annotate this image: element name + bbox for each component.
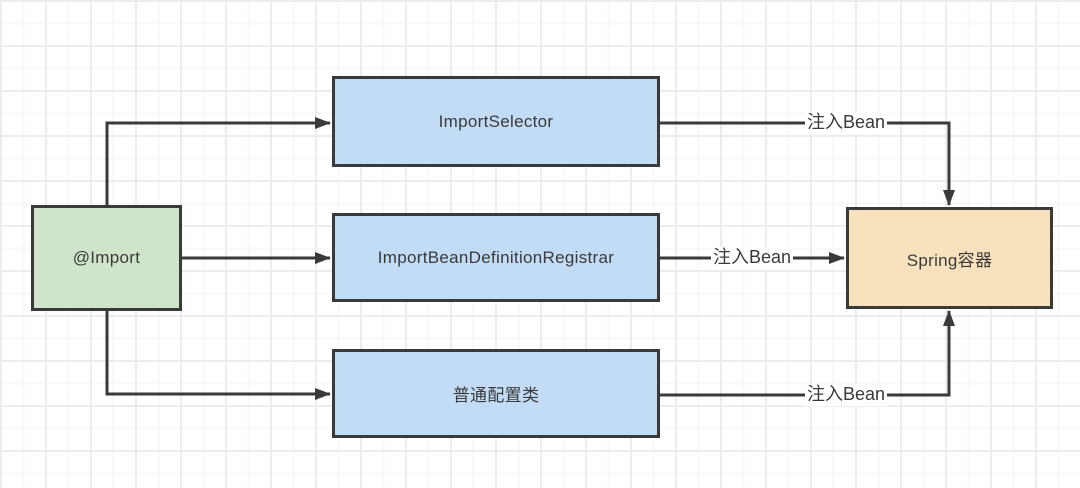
node-import-bean-definition-registrar: ImportBeanDefinitionRegistrar <box>332 213 660 302</box>
edge-import-selector-to-spring-container <box>660 121 955 206</box>
edge-label-inject-bean-top: 注入Bean <box>804 112 888 134</box>
node-import-label: @Import <box>72 248 141 267</box>
edge-label-inject-bean-middle: 注入Bean <box>710 247 794 269</box>
node-plain-config-class-label: 普通配置类 <box>452 386 540 405</box>
node-import-selector: ImportSelector <box>332 76 660 167</box>
node-spring-container: Spring容器 <box>846 207 1053 309</box>
node-import-bean-definition-registrar-label: ImportBeanDefinitionRegistrar <box>377 247 615 267</box>
node-spring-container-label: Spring容器 <box>906 250 993 270</box>
edge-label-inject-bean-bottom: 注入Bean <box>804 384 888 406</box>
edge-import-to-import-selector <box>105 117 331 205</box>
edge-plain-config-to-spring-container <box>660 310 955 397</box>
node-plain-config-class: 普通配置类 <box>332 349 660 438</box>
node-import-selector-label: ImportSelector <box>438 111 554 131</box>
edge-import-to-plain-config <box>105 311 331 400</box>
node-import: @Import <box>31 205 182 311</box>
